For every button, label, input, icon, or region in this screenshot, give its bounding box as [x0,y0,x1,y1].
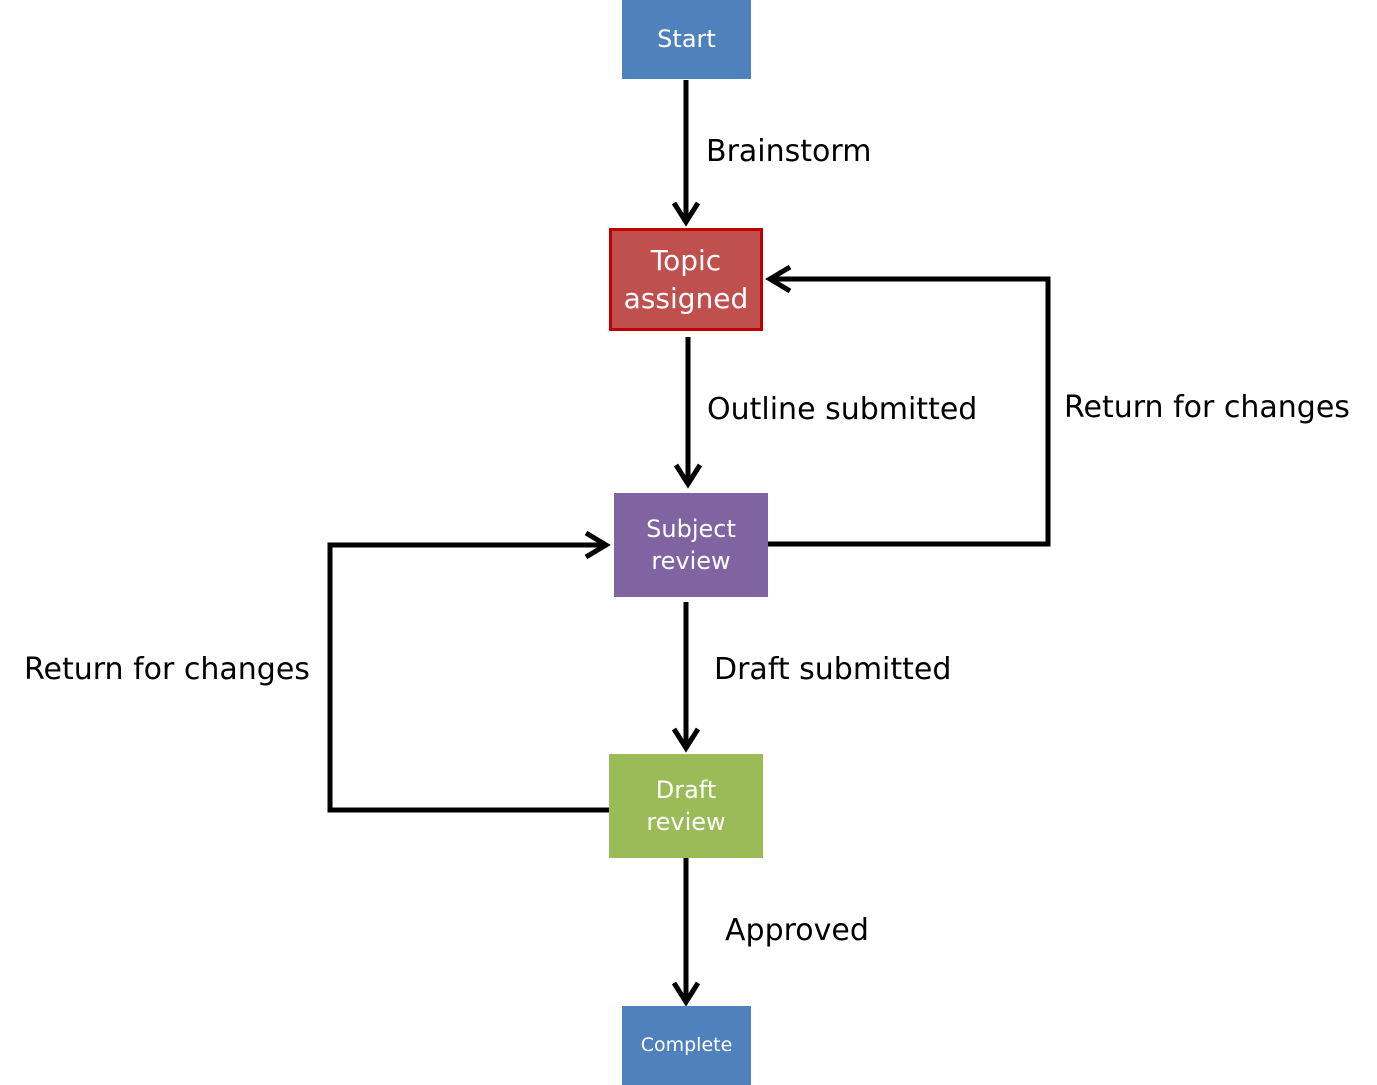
edge-return-left-arrowhead [584,530,611,560]
node-complete: Complete [622,1006,751,1085]
edge-brainstorm-arrowhead [671,201,701,227]
edge-outline-submitted-arrowhead [673,463,703,489]
node-complete-label: Complete [640,1033,733,1056]
edge-return-right-line [767,276,1051,547]
edge-approved-arrowhead [671,981,701,1007]
node-start-label: Start [657,25,716,54]
edge-return-right-arrowhead [765,264,792,294]
edge-label-return-left: Return for changes [24,652,310,687]
edge-return-left-line [327,542,610,813]
node-draft-review-label: Draft review [646,775,726,836]
node-draft-review: Draft review [609,754,763,858]
node-subject-review-label: Subject review [646,514,736,575]
node-start: Start [622,0,751,79]
node-subject-review: Subject review [614,493,768,597]
node-topic-assigned-label: Topic assigned [623,243,749,315]
edge-label-return-right: Return for changes [1064,390,1350,425]
edge-draft-submitted-arrowhead [671,727,701,753]
edge-label-approved: Approved [725,913,869,948]
edge-label-outline-submitted: Outline submitted [707,392,978,427]
edge-label-brainstorm: Brainstorm [706,134,872,169]
edge-label-draft-submitted: Draft submitted [714,652,952,687]
node-topic-assigned: Topic assigned [609,228,763,331]
